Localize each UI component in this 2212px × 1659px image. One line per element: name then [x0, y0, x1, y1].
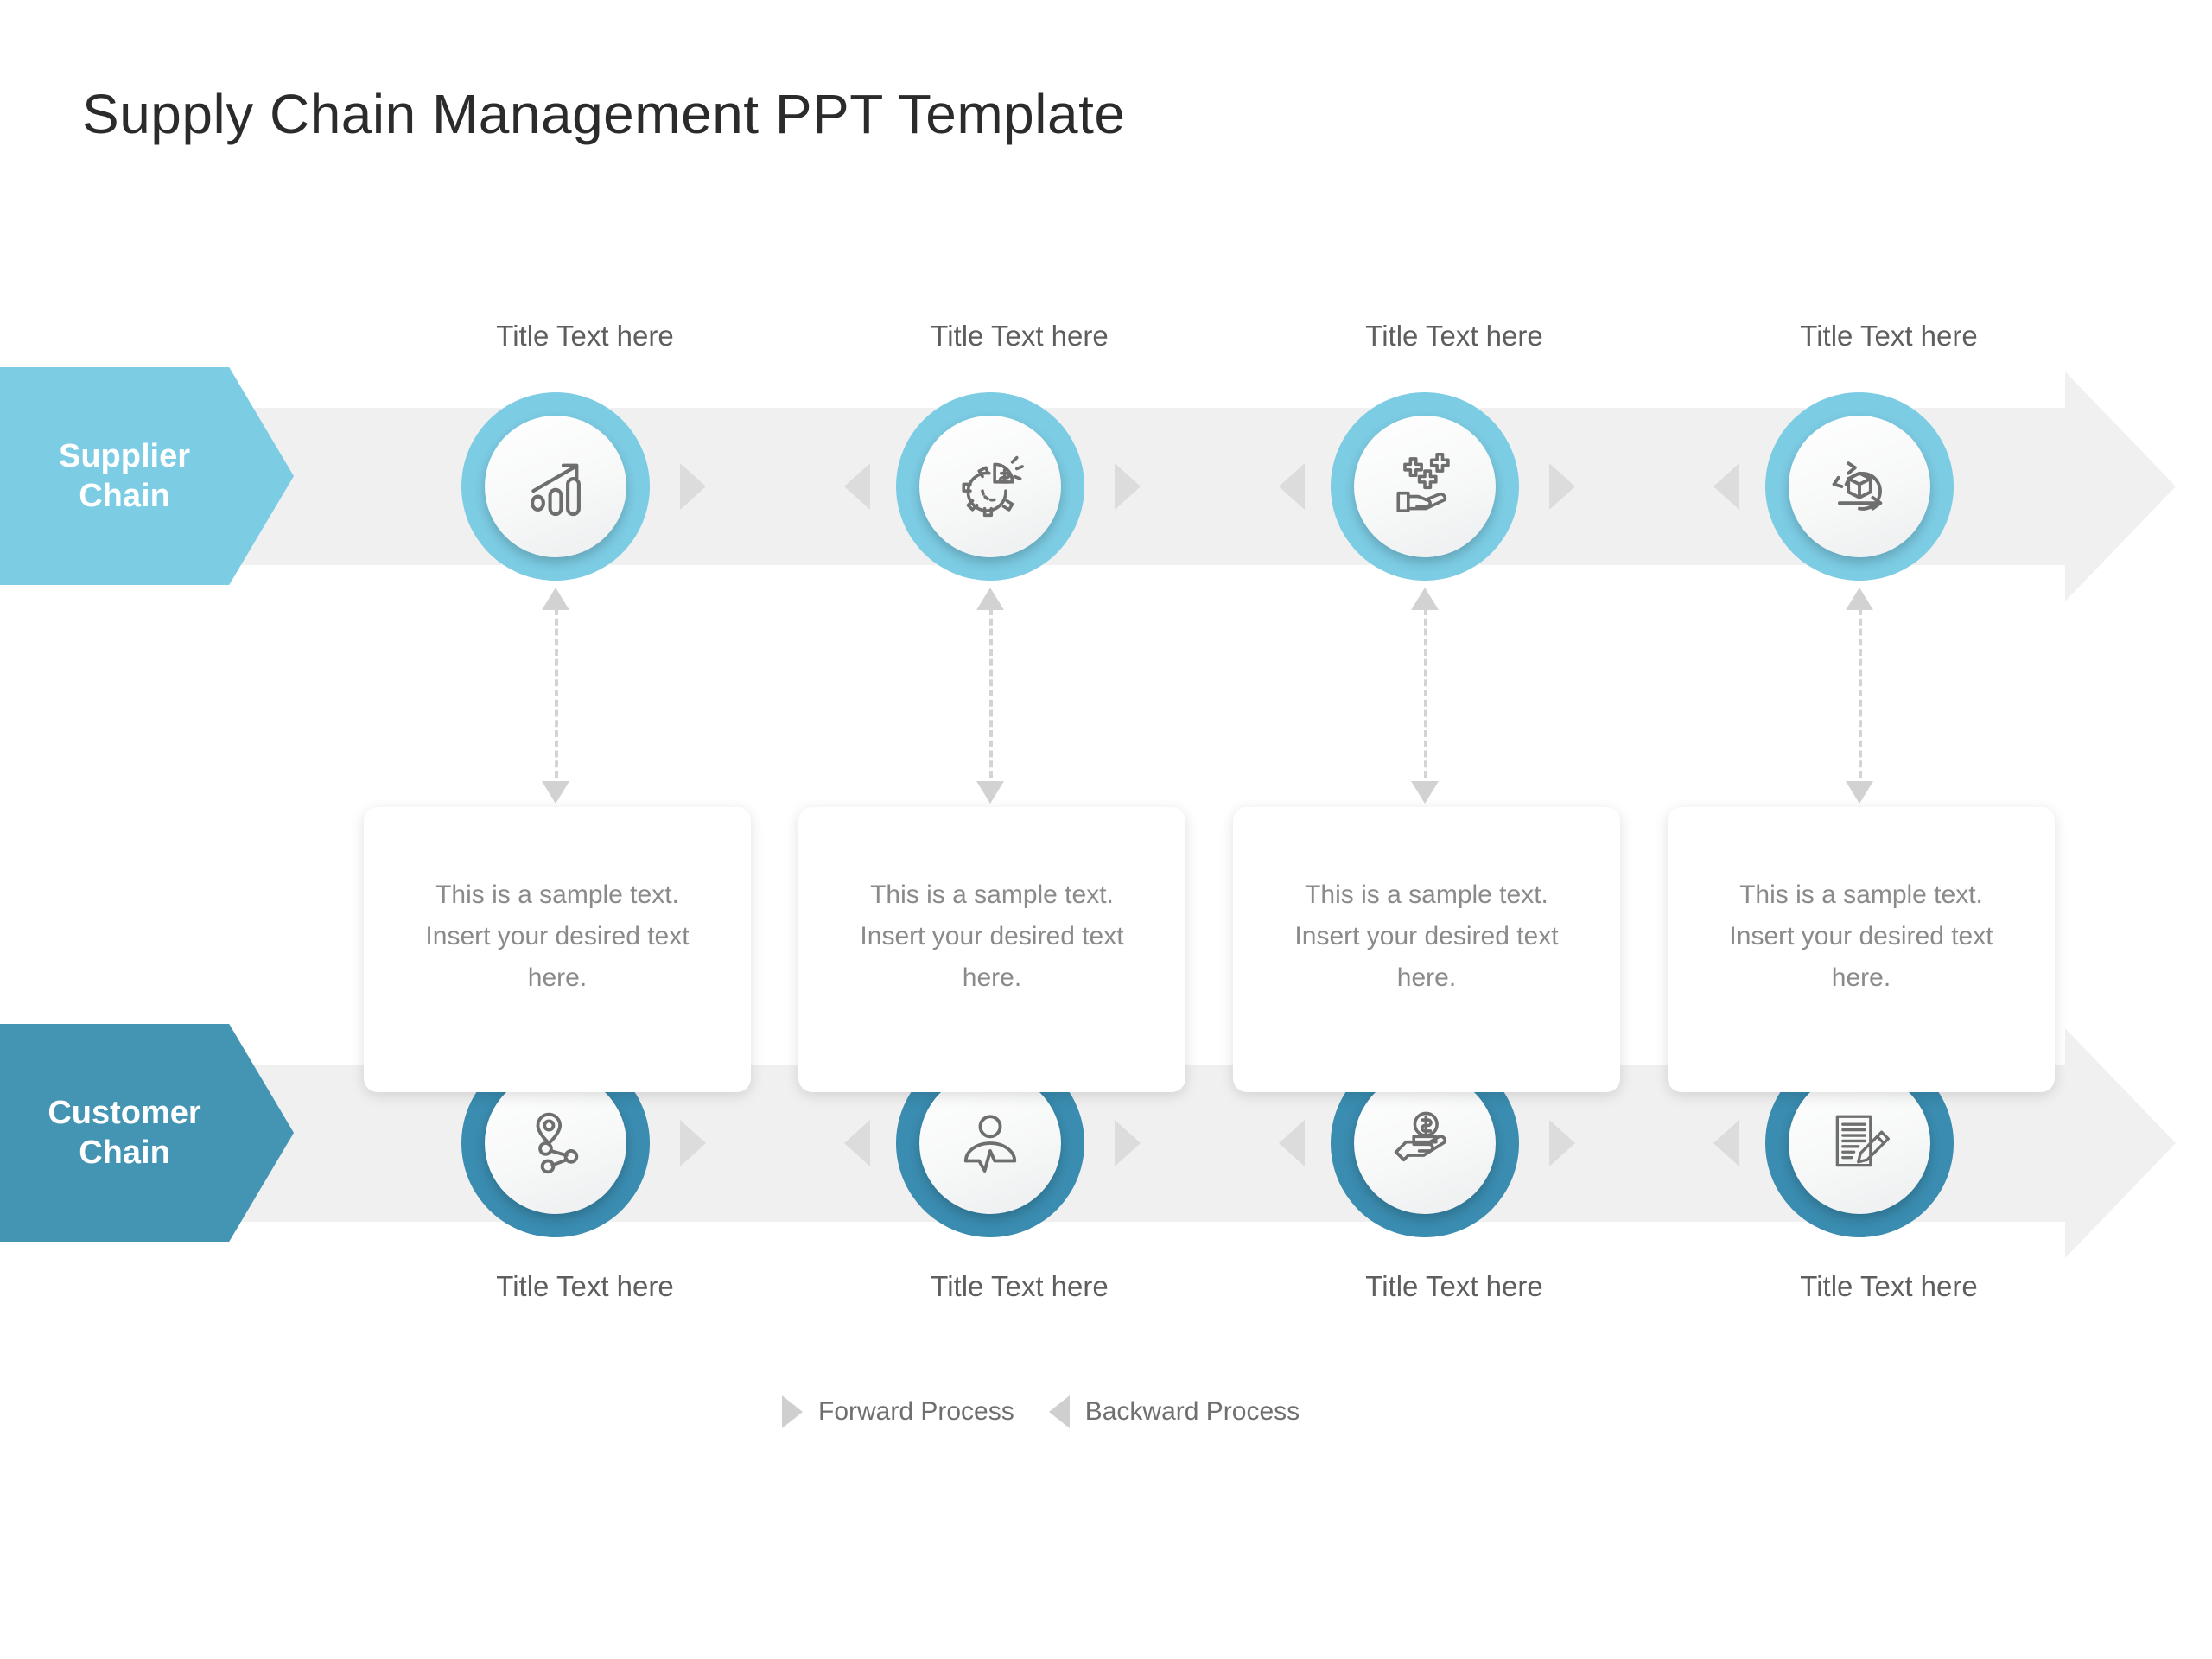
backward-arrow-icon	[1713, 463, 1739, 510]
arrow-down-icon	[542, 781, 569, 804]
customer-chain-label: Customer Chain	[0, 1024, 294, 1242]
growth-chart-icon	[485, 416, 626, 557]
connector-3	[1406, 588, 1444, 804]
backward-arrow-icon	[1279, 463, 1305, 510]
backward-arrow-icon	[1048, 1395, 1070, 1428]
customer-chain-label-line1: Customer	[48, 1094, 201, 1131]
arrow-up-icon	[542, 588, 569, 610]
forward-arrow-icon	[1549, 463, 1575, 510]
forward-arrow-icon	[1115, 1120, 1141, 1166]
page-title: Supply Chain Management PPT Template	[82, 83, 1126, 145]
arrow-down-icon	[1411, 781, 1439, 804]
card-3: This is a sample text. Insert your desir…	[1233, 807, 1620, 1092]
dashed-line	[1424, 608, 1427, 778]
location-network-icon	[485, 1072, 626, 1214]
customer-step-2-title: Title Text here	[931, 1270, 1109, 1302]
person-activity-icon	[919, 1072, 1061, 1214]
legend: Forward Process Backward Process	[782, 1395, 1300, 1428]
card-1: This is a sample text. Insert your desir…	[364, 807, 751, 1092]
supplier-step-2-node[interactable]	[896, 392, 1084, 581]
backward-arrow-icon	[1713, 1120, 1739, 1166]
supplier-step-1-node[interactable]	[461, 392, 650, 581]
supplier-step-2-title: Title Text here	[931, 320, 1109, 352]
supplier-step-3-node[interactable]	[1331, 392, 1519, 581]
forward-arrow-icon	[680, 463, 706, 510]
customer-chain-label-line2: Chain	[79, 1135, 170, 1171]
card-2-text: This is a sample text. Insert your desir…	[860, 880, 1124, 992]
package-return-icon	[1789, 416, 1930, 557]
arrow-down-icon	[1846, 781, 1873, 804]
card-1-text: This is a sample text. Insert your desir…	[425, 880, 690, 992]
forward-arrow-icon	[782, 1395, 803, 1428]
supplier-step-4-node[interactable]	[1765, 392, 1954, 581]
dashed-line	[989, 608, 993, 778]
supplier-step-3-title: Title Text here	[1365, 320, 1543, 352]
arrow-up-icon	[1846, 588, 1873, 610]
gear-pie-dollar-icon	[919, 416, 1061, 557]
supplier-step-4-title: Title Text here	[1800, 320, 1978, 352]
connector-1	[537, 588, 575, 804]
card-3-text: This is a sample text. Insert your desir…	[1294, 880, 1559, 992]
customer-step-1-title: Title Text here	[496, 1270, 674, 1302]
supplier-step-1-title: Title Text here	[496, 320, 674, 352]
band-arrowhead-icon	[2065, 1028, 2176, 1258]
arrow-up-icon	[976, 588, 1004, 610]
arrow-up-icon	[1411, 588, 1439, 610]
legend-forward: Forward Process	[782, 1395, 1014, 1428]
card-2: This is a sample text. Insert your desir…	[798, 807, 1185, 1092]
dashed-line	[555, 608, 558, 778]
dashed-line	[1859, 608, 1862, 778]
supplier-chain-label-line2: Chain	[79, 478, 170, 514]
backward-arrow-icon	[844, 1120, 870, 1166]
band-arrowhead-icon	[2065, 372, 2176, 601]
legend-forward-label: Forward Process	[818, 1397, 1014, 1426]
forward-arrow-icon	[1549, 1120, 1575, 1166]
customer-step-4-title: Title Text here	[1800, 1270, 1978, 1302]
legend-backward: Backward Process	[1048, 1395, 1300, 1428]
card-4: This is a sample text. Insert your desir…	[1668, 807, 2055, 1092]
backward-arrow-icon	[844, 463, 870, 510]
forward-arrow-icon	[1115, 463, 1141, 510]
supplier-chain-label: Supplier Chain	[0, 367, 294, 585]
customer-step-3-title: Title Text here	[1365, 1270, 1543, 1302]
legend-backward-label: Backward Process	[1084, 1397, 1300, 1426]
arrow-down-icon	[976, 781, 1004, 804]
document-pencil-icon	[1789, 1072, 1930, 1214]
hand-coins-icon	[1354, 1072, 1496, 1214]
hand-benefits-icon	[1354, 416, 1496, 557]
connector-2	[971, 588, 1009, 804]
backward-arrow-icon	[1279, 1120, 1305, 1166]
supplier-chain-label-line1: Supplier	[58, 437, 191, 474]
forward-arrow-icon	[680, 1120, 706, 1166]
connector-4	[1840, 588, 1878, 804]
card-4-text: This is a sample text. Insert your desir…	[1729, 880, 1993, 992]
